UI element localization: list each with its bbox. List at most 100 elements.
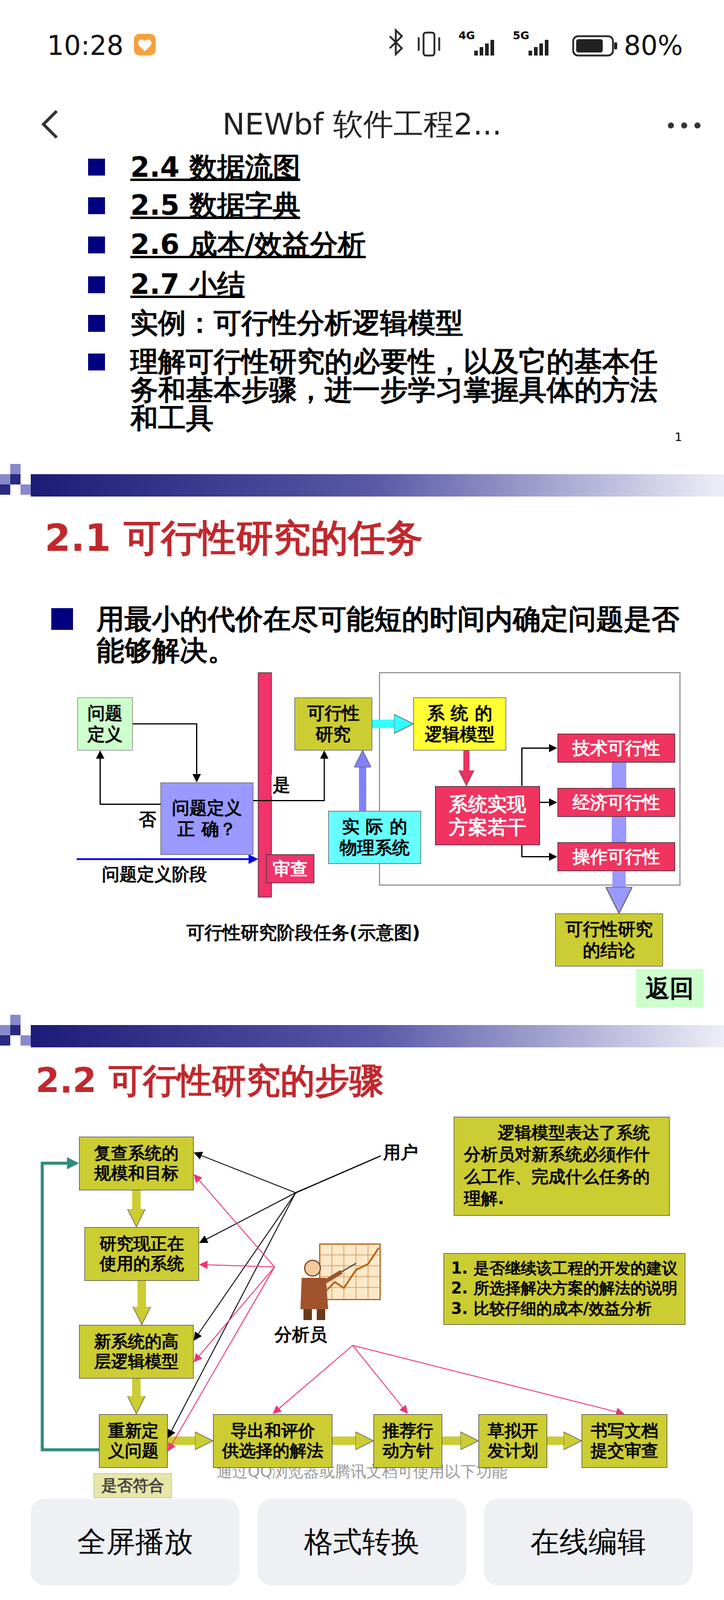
slide-title: 2.1 可行性研究的任务 [44, 515, 423, 561]
node-text: 审查 [272, 858, 308, 880]
feasibility-box: 技术可行性 [557, 733, 676, 764]
person-head [304, 1260, 321, 1277]
app-icon [133, 33, 156, 56]
signal-bar [544, 39, 549, 56]
signal-bar [528, 50, 533, 56]
battery-level: 80% [623, 30, 683, 63]
node-text: 问题 定义 [87, 702, 123, 746]
grid-line [343, 1244, 345, 1300]
node-text: 推荐行 动方针 [382, 1420, 434, 1462]
signal-bar [479, 47, 484, 56]
node-text: 问题定义 正 确？ [171, 797, 242, 840]
bullet-square [88, 276, 105, 294]
step-arrow [132, 1190, 141, 1215]
analyst-figure: 分析员 [274, 1242, 384, 1346]
bullets [88, 158, 105, 371]
menu-button: 在线编辑 [483, 1498, 693, 1586]
node-text: 逻辑模型表达了系统分析员对新系统必须作什么工作、完成什么任务的理解. [463, 1122, 660, 1211]
grid-line [319, 1276, 381, 1278]
slide-header-bar [30, 474, 724, 497]
stage-label: 问题定义阶段 [101, 863, 207, 886]
feasibility-box: 经济可行性 [557, 787, 676, 818]
flow-arrow [521, 748, 552, 787]
signal-bar [490, 39, 495, 56]
flow-arrow [100, 755, 161, 804]
decision-box: 问题定义 正 确？ [160, 782, 254, 855]
slide-header-bar [30, 1025, 724, 1048]
pixel-square [10, 1025, 21, 1036]
node-text: 草拟开 发计划 [487, 1420, 539, 1462]
node-text: 格式转换 [304, 1524, 420, 1560]
bullet-text: 用最小的代价在尽可能短的时间内确定问题是否能够解决。 [96, 603, 700, 667]
node-text: 全屏播放 [77, 1524, 194, 1560]
node-text: 用户 [383, 1142, 419, 1164]
note-box: 逻辑模型表达了系统分析员对新系统必须作什么工作、完成什么任务的理解. [453, 1116, 670, 1216]
node-text: 3. 比较仔细的成本/效益分析 [451, 1298, 678, 1320]
more-icon [667, 122, 674, 129]
step-box: 书写文档 提交审查 [581, 1414, 668, 1468]
pixel-square [10, 463, 21, 475]
vibrate-icon [423, 32, 435, 56]
vibrate-icon [438, 37, 441, 51]
actor-label: 用户 [380, 1140, 421, 1165]
more-icon [694, 122, 701, 129]
step-box: 复查系统的 规模和目标 [79, 1136, 194, 1191]
node-text: 实 际 的 物理系统 [339, 816, 410, 859]
slide-title: 2.2 可行性研究的步骤 [35, 1060, 384, 1102]
user-line [199, 1154, 381, 1193]
step-arrow [442, 1436, 466, 1445]
stage-arrowhead [248, 854, 259, 864]
signal-bar [539, 43, 543, 56]
stage-arrow [76, 858, 250, 861]
process-box: 可行性 研究 [294, 697, 373, 751]
battery-nub [614, 42, 618, 50]
pixel-square [0, 1025, 11, 1036]
toc-item: 2.7 小结 [130, 267, 245, 302]
node-text: 研究现正在 使用的系统 [99, 1233, 185, 1275]
node-text: 可行性研究 的结论 [565, 918, 653, 962]
node-text: 重新定 义问题 [107, 1420, 159, 1462]
step-box: 新系统的高 层逻辑模型 [79, 1324, 194, 1379]
analyst-line [276, 1345, 353, 1410]
toc-item: 2.5 数据字典 [130, 188, 301, 223]
system-box: 实 际 的 物理系统 [328, 810, 422, 864]
block-arrow [612, 871, 626, 895]
bullet-square [88, 236, 105, 254]
app-icon-heart [138, 39, 152, 52]
conclusion-box: 可行性研究 的结论 [555, 913, 664, 967]
menu-button: 全屏播放 [30, 1498, 240, 1586]
pixel-square [20, 484, 31, 495]
signal-bar [485, 43, 489, 56]
node-text: 书写文档 提交审查 [590, 1420, 659, 1462]
node-text: 技术可行性 [571, 737, 662, 759]
back-icon [43, 111, 57, 138]
analyst-line [197, 1178, 275, 1267]
analyst-illustration [300, 1244, 381, 1321]
step-box: 推荐行 动方针 [373, 1414, 443, 1468]
node-text: 新系统的高 层逻辑模型 [94, 1331, 179, 1372]
bullet-square [51, 608, 74, 630]
bullet-square [88, 197, 105, 215]
edge-label: 是 [271, 774, 292, 796]
node-text: 是否符合 [101, 1476, 165, 1496]
node-text: 1. 是否继续该工程的开发的建议 [451, 1258, 678, 1280]
signal-bars [474, 39, 549, 56]
back-button: 返回 [635, 968, 704, 1008]
solution-box: 系统实现 方案若干 [435, 786, 540, 846]
analyst-line [197, 1267, 275, 1358]
process-box: 问题 定义 [77, 697, 133, 751]
node-text: 可行性 研究 [307, 702, 360, 746]
battery-icon [573, 36, 613, 56]
analyst-line [352, 1345, 405, 1410]
chart-grid [319, 1244, 381, 1300]
model-box: 系 统 的 逻辑模型 [413, 697, 507, 751]
block-arrow [372, 719, 401, 729]
network-type: 4G [458, 28, 475, 43]
node-text: 在线编辑 [530, 1524, 647, 1560]
grid-line [368, 1244, 369, 1300]
review-box: 审查 [266, 854, 315, 884]
pixel-square [10, 474, 21, 485]
block-arrow [358, 762, 367, 811]
node-text: 操作可行性 [571, 846, 662, 868]
